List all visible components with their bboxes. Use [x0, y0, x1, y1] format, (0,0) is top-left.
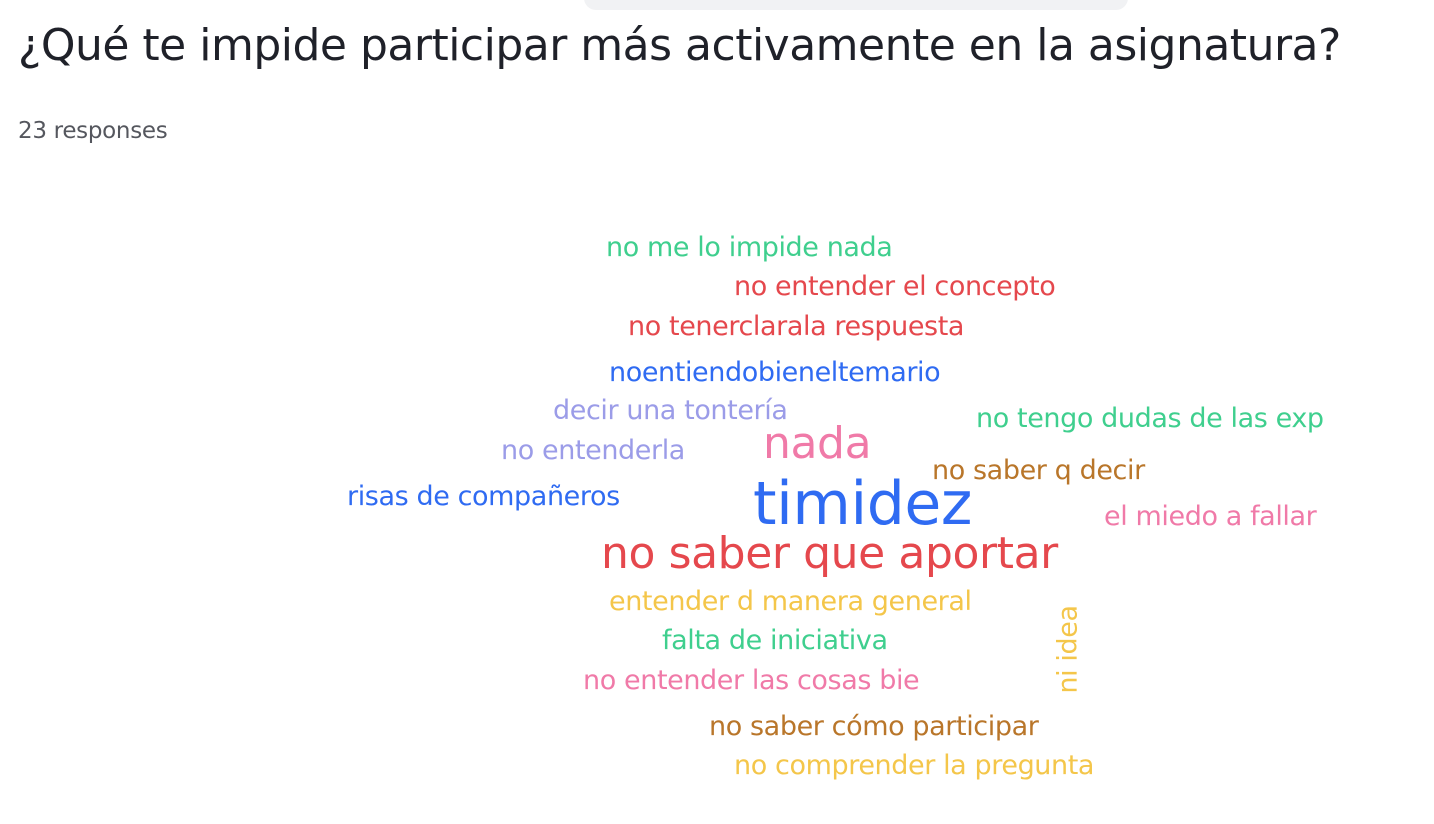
word-no-tengo-dudas-de-las-exp: no tengo dudas de las exp — [976, 403, 1324, 434]
word-entender-d-manera-general: entender d manera general — [609, 586, 972, 617]
word-no-entender-el-concepto: no entender el concepto — [734, 271, 1056, 302]
word-no-saber-q-decir: no saber q decir — [932, 455, 1145, 486]
response-count: 23 responses — [18, 118, 168, 144]
word-no-saber-como-participar: no saber cómo participar — [709, 711, 1039, 742]
word-falta-de-iniciativa: falta de iniciativa — [662, 625, 888, 656]
word-no-saber-que-aportar: no saber que aportar — [601, 528, 1058, 579]
word-timidez: timidez — [753, 469, 973, 539]
word-ni-idea: ni idea — [1052, 605, 1084, 694]
word-no-me-lo-impide-nada: no me lo impide nada — [606, 232, 893, 263]
word-no-entenderla: no entenderla — [501, 435, 685, 466]
question-title: ¿Qué te impide participar más activament… — [18, 20, 1341, 71]
word-el-miedo-a-fallar: el miedo a fallar — [1104, 501, 1317, 532]
top-tab-bar — [584, 0, 1128, 10]
word-decir-una-tonteria: decir una tontería — [553, 395, 788, 426]
word-no-entender-las-cosas-bie: no entender las cosas bie — [583, 665, 920, 696]
word-nada: nada — [763, 418, 872, 469]
word-risas-de-companeros: risas de compañeros — [347, 481, 620, 512]
word-no-tenerclarala-respuesta: no tenerclarala respuesta — [628, 311, 965, 342]
word-noentiendobieneltemario: noentiendobieneltemario — [609, 357, 941, 388]
word-no-comprender-la-pregunta: no comprender la pregunta — [734, 750, 1095, 781]
